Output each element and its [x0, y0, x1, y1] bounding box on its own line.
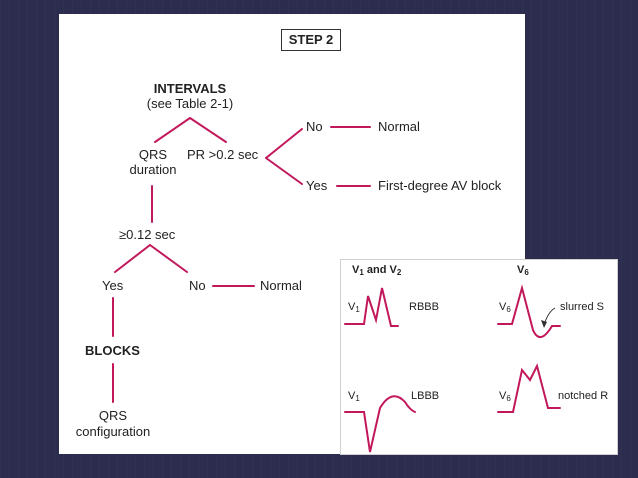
- intervals-ref: (see Table 2-1): [146, 96, 234, 111]
- qrs-threshold: ≥0.12 sec: [119, 227, 176, 242]
- qrs-duration-line2: duration: [129, 162, 177, 177]
- intervals-title: INTERVALS: [153, 81, 227, 96]
- waveform-rbbb-v6: [497, 284, 561, 338]
- notched-r-label: notched R: [558, 390, 609, 402]
- lbbb-v6-lead: V6: [499, 390, 511, 403]
- rbbb-label: RBBB: [409, 301, 439, 313]
- qrs-no-label: No: [189, 278, 206, 293]
- edge-intervals-qrs: [154, 117, 191, 143]
- qrs-config-line2: configuration: [75, 424, 151, 439]
- edge-intervals-pr: [189, 117, 227, 143]
- lbbb-label: LBBB: [411, 390, 440, 402]
- slurred-s-label: slurred S: [560, 301, 605, 313]
- edge-pr-yes: [265, 157, 303, 185]
- pr-node: PR >0.2 sec: [187, 147, 259, 162]
- waveform-lbbb-v1: [344, 395, 416, 453]
- panel-col1-header: V1 and V2: [352, 264, 402, 277]
- edge-threshold-yes: [114, 244, 151, 273]
- qrs-config-line1: QRS: [98, 408, 128, 423]
- ecg-panel: [340, 259, 618, 455]
- pr-yes-label: Yes: [306, 178, 328, 193]
- lbbb-lead: V1: [348, 390, 360, 403]
- pr-no-label: No: [306, 119, 323, 134]
- edge-threshold-no: [149, 244, 188, 273]
- pr-yes-result: First-degree AV block: [378, 178, 502, 193]
- qrs-duration-line1: QRS: [138, 147, 168, 162]
- rbbb-v6-lead: V6: [499, 301, 511, 314]
- pr-no-result: Normal: [378, 119, 420, 134]
- waveform-rbbb-v1: [344, 287, 399, 327]
- qrs-yes-label: Yes: [102, 278, 124, 293]
- waveform-lbbb-v6: [497, 363, 561, 413]
- step-label: STEP 2: [281, 29, 341, 51]
- panel-col2-header: V6: [517, 264, 529, 277]
- rbbb-lead: V1: [348, 301, 360, 314]
- edge-pr-no: [265, 128, 303, 159]
- blocks-node: BLOCKS: [85, 343, 140, 358]
- qrs-no-result: Normal: [260, 278, 302, 293]
